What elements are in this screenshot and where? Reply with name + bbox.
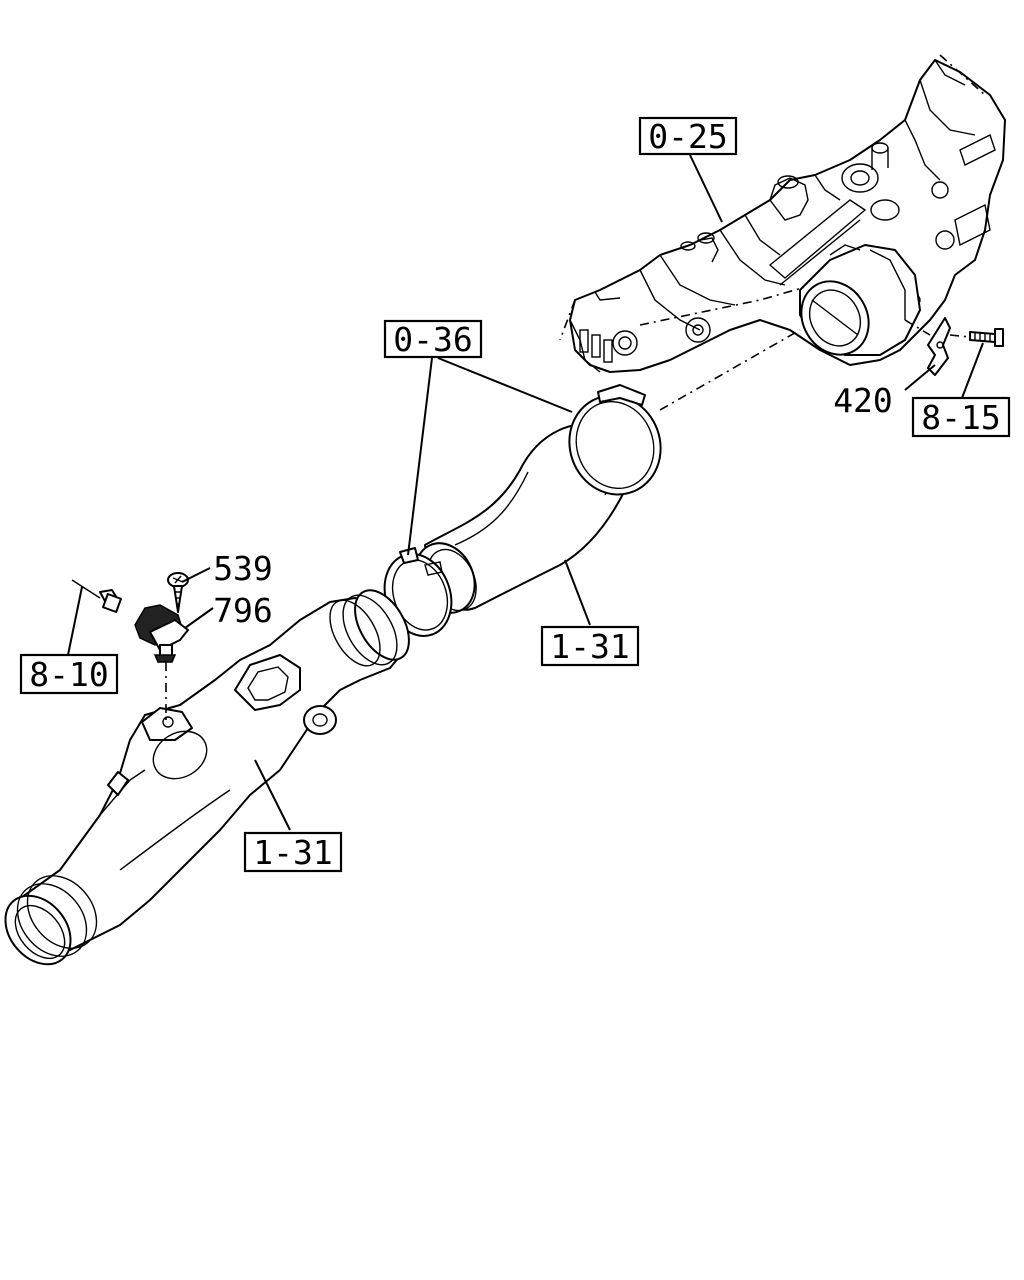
callout-manifold: 0-25 <box>638 116 738 156</box>
callout-duct-lower: 1-31 <box>243 831 343 873</box>
callout-harness: 8-10 <box>19 653 119 695</box>
callout-clamp: 0-36 <box>383 319 483 359</box>
lower-duct <box>4 589 410 966</box>
callout-screw-text: 539 <box>213 549 273 588</box>
callout-bracket-bolt: 8-15 <box>911 396 1011 438</box>
harness-connector <box>71 579 122 613</box>
callout-duct-upper-text: 1-31 <box>550 627 629 666</box>
callout-bracket-text: 420 <box>833 381 893 420</box>
upper-clamp <box>568 329 801 496</box>
callout-sensor-text: 796 <box>213 591 273 630</box>
sensor-796 <box>134 604 189 720</box>
callout-bracket-bolt-text: 8-15 <box>921 398 1000 437</box>
callout-clamp-text: 0-36 <box>393 320 472 359</box>
screw-539 <box>167 572 189 613</box>
callout-duct-lower-text: 1-31 <box>253 833 332 872</box>
callout-harness-text: 8-10 <box>29 655 108 694</box>
leader-lines <box>67 154 984 831</box>
bracket-bolt <box>949 328 1004 347</box>
intake-manifold <box>559 54 1006 373</box>
callout-screw: 539 <box>213 549 273 588</box>
callout-bracket: 420 <box>833 381 893 420</box>
bracket-420 <box>904 317 951 376</box>
callout-manifold-text: 0-25 <box>648 117 727 156</box>
callout-sensor: 796 <box>213 591 273 630</box>
callout-duct-upper: 1-31 <box>540 625 640 667</box>
